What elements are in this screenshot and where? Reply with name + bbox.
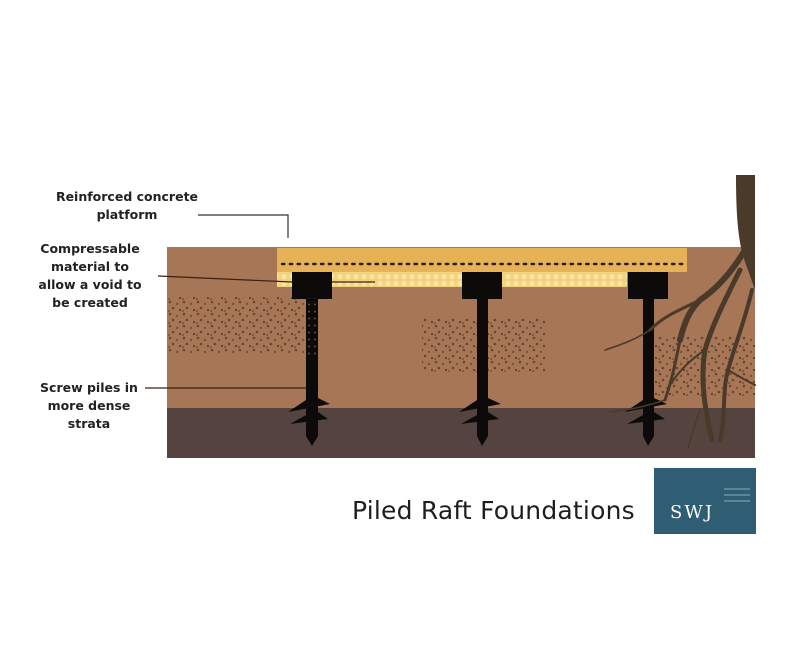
platform-leader-line	[198, 214, 289, 238]
compressible-label-line: material to	[51, 259, 129, 274]
compressible-label-line: be created	[52, 295, 128, 310]
compressible-label-line: allow a void to	[38, 277, 142, 292]
compressible-material-label: Compressable material to allow a void to…	[30, 240, 150, 312]
logo-decoration	[724, 494, 750, 496]
gravel-pocket	[167, 297, 305, 355]
compressible-leader-line	[157, 275, 293, 283]
tree-roots	[604, 175, 756, 449]
diagram-title: Piled Raft Foundations	[352, 496, 635, 525]
swj-logo: SWJ	[654, 468, 756, 534]
piles-label-line: more dense	[47, 398, 131, 413]
concrete-platform	[277, 248, 687, 272]
platform-label: Reinforced concrete platform	[52, 188, 202, 224]
logo-decoration	[724, 488, 750, 490]
screw-piles-label: Screw piles in more dense strata	[33, 379, 145, 433]
dense-strata-layer	[167, 408, 755, 458]
piles-label-line: Screw piles in	[40, 380, 138, 395]
logo-text: SWJ	[670, 502, 715, 523]
screw-pile	[459, 272, 502, 446]
screw-pile	[288, 272, 332, 446]
platform-label-line: platform	[96, 207, 158, 222]
platform-label-line: Reinforced concrete	[55, 189, 199, 204]
logo-decoration	[724, 500, 750, 502]
compressible-label-line: Compressable	[40, 241, 140, 256]
piles-label-line: strata	[67, 416, 111, 431]
